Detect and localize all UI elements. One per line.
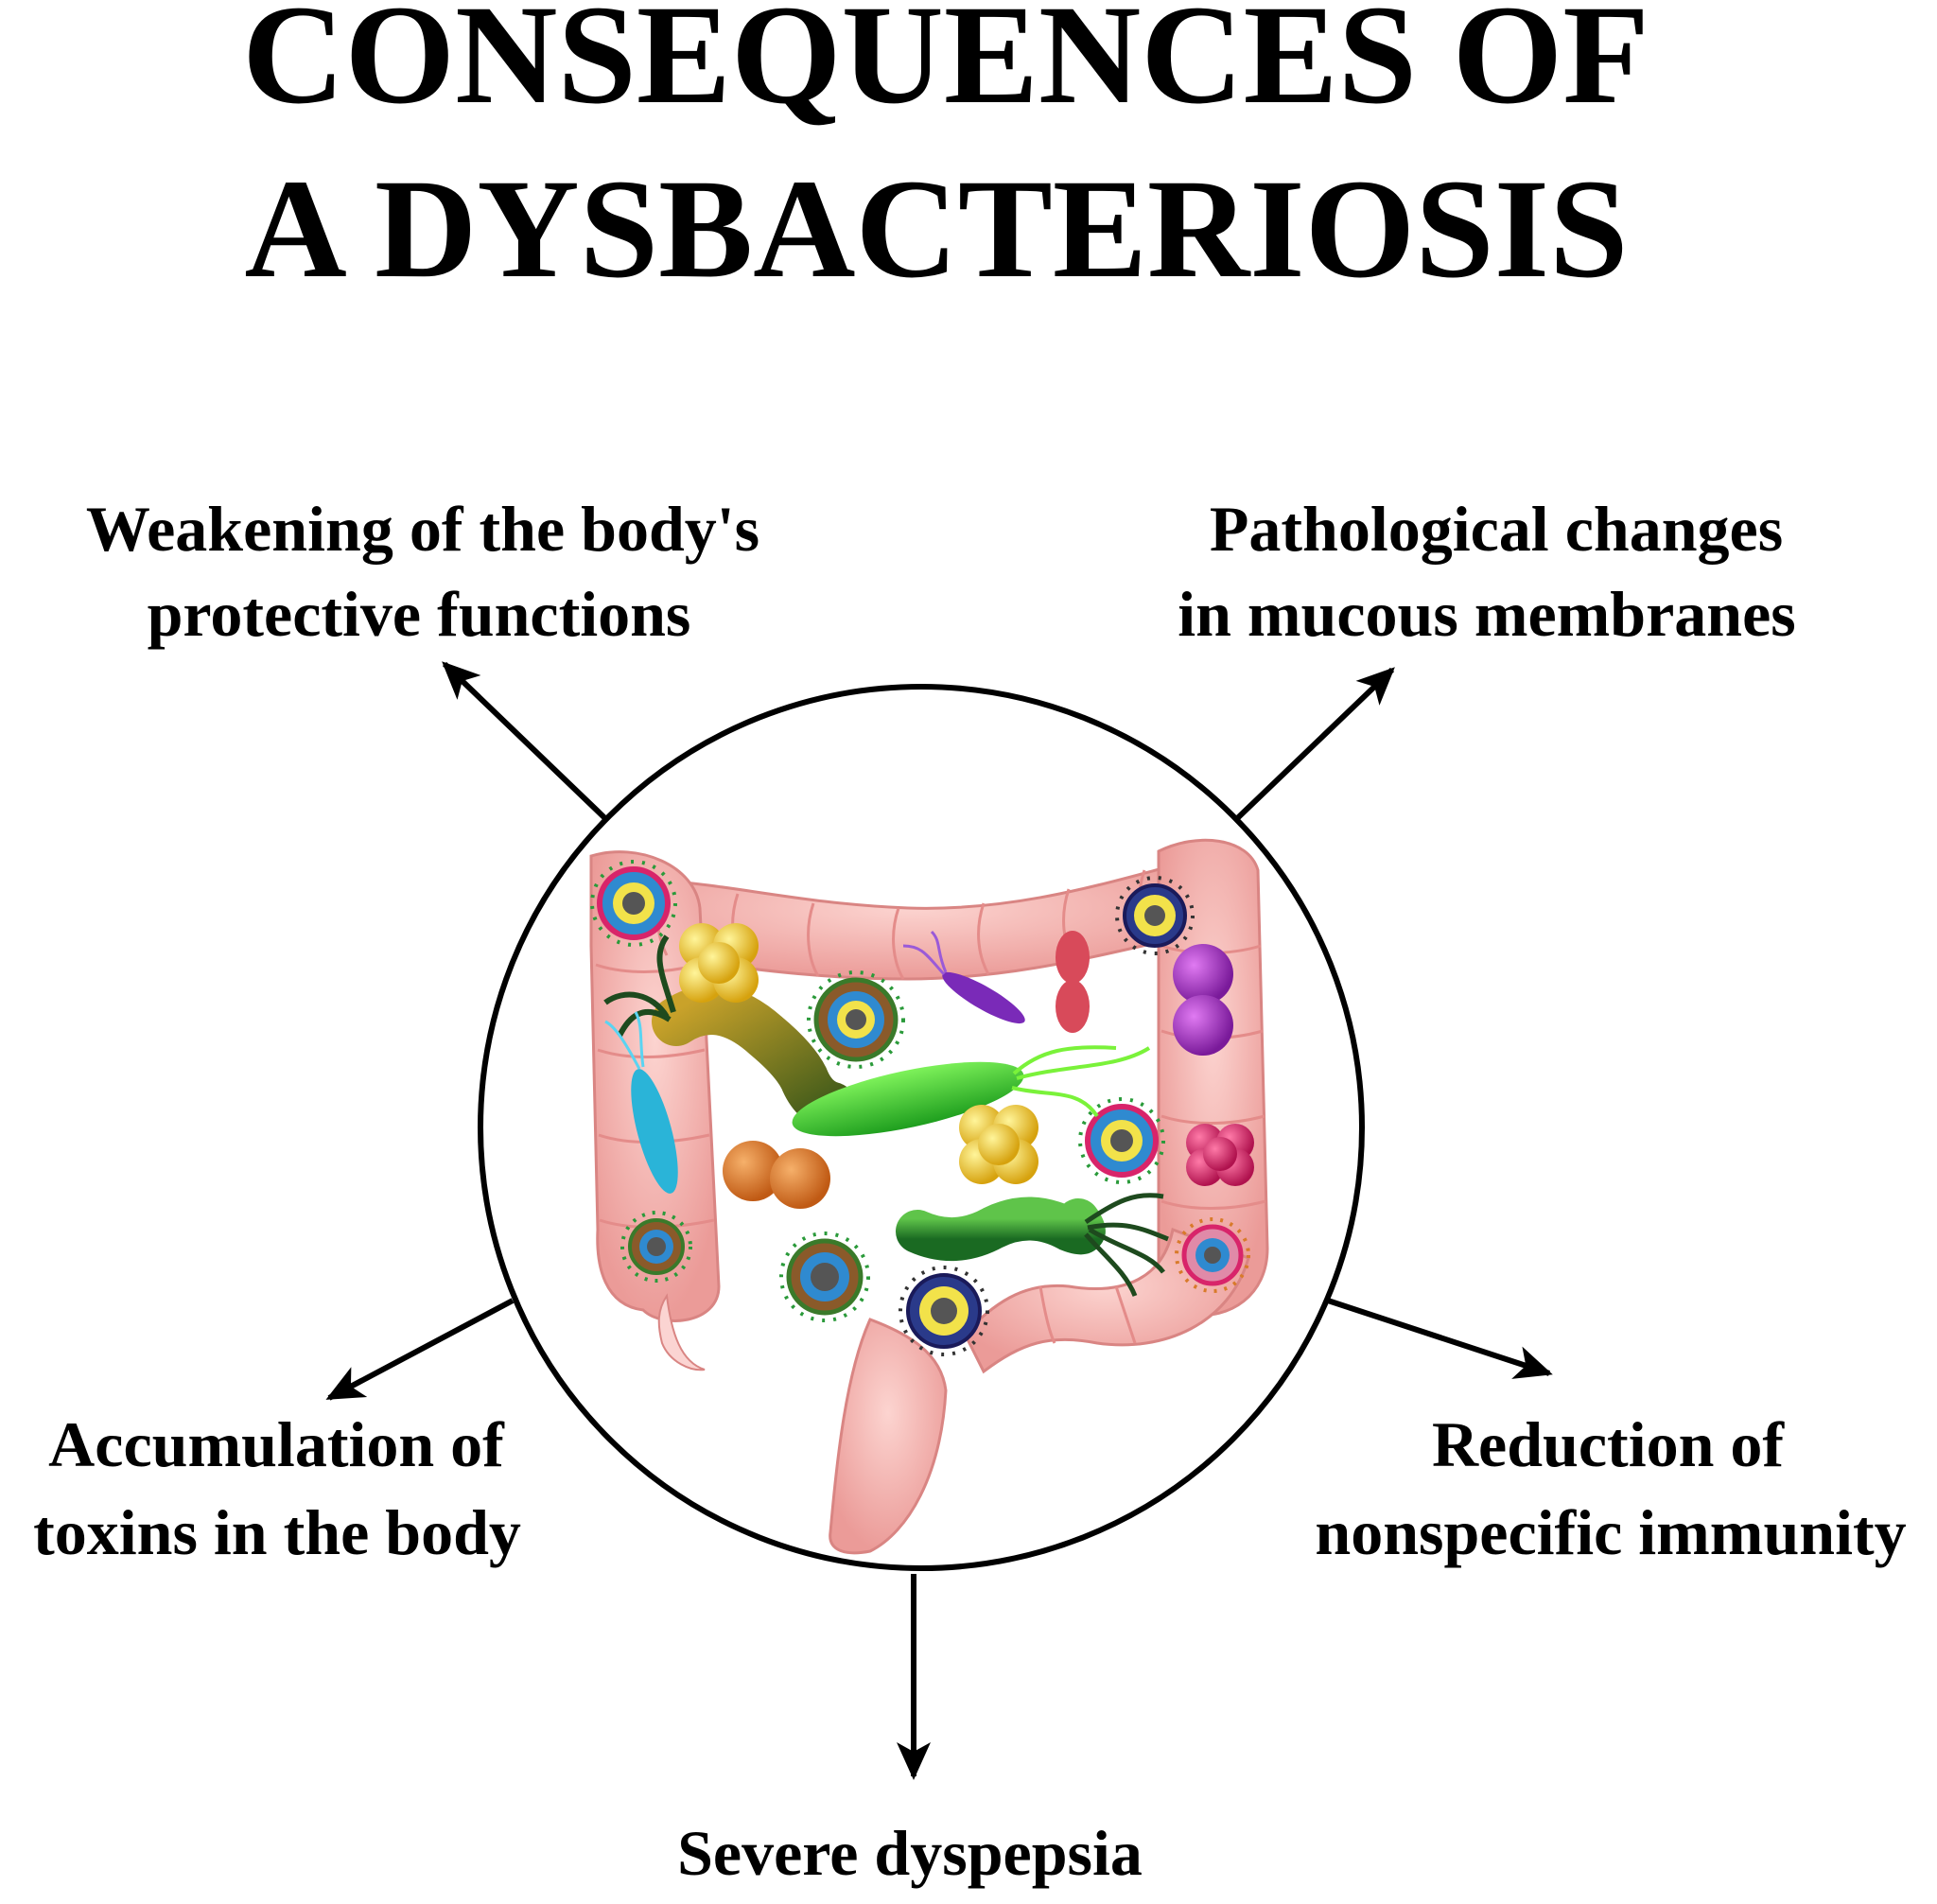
virus-icon: [1175, 1217, 1250, 1293]
title-line-2: A DYSBACTERIOSIS: [244, 150, 1628, 307]
virus-icon: [590, 860, 677, 947]
virus-icon: [807, 970, 905, 1069]
arrow-bottom-left: [325, 1298, 515, 1401]
consequence-bottom-line-1: Severe dyspepsia: [677, 1817, 1143, 1889]
bacterium-flagellated-olive-icon: [603, 935, 857, 1131]
title-line-1: CONSEQUENCES OF: [242, 0, 1649, 133]
diplococcus-violet-icon: [1173, 944, 1233, 1056]
consequence-top-left-line-1: Weakening of the body's: [86, 493, 759, 565]
virus-icon: [899, 1266, 989, 1356]
arrow-top-right: [1227, 667, 1395, 829]
consequence-top-right-line-1: Pathological changes: [1210, 493, 1783, 565]
microbes: [590, 860, 1254, 1356]
bacterium-rod-green-icon: [792, 1045, 1151, 1137]
consequence-bottom-left-line-2: toxins in the body: [33, 1496, 521, 1568]
consequence-bottom-right-line-2: nonspecific immunity: [1315, 1496, 1906, 1568]
arrow-bottom-right: [1327, 1298, 1553, 1379]
consequence-top-right-line-2: in mucous membranes: [1178, 578, 1796, 650]
virus-icon: [1115, 876, 1195, 955]
consequence-top-left-line-2: protective functions: [148, 578, 691, 650]
virus-icon: [620, 1211, 692, 1283]
diplococcus-orange-icon: [723, 1141, 830, 1209]
consequence-bottom-left-line-1: Accumulation of: [48, 1408, 505, 1480]
diplococcus-red-icon: [1056, 931, 1090, 1033]
coccus-cluster-yellow-icon: [959, 1105, 1038, 1184]
coccus-cluster-magenta-icon: [1186, 1124, 1254, 1186]
bacterium-rod-purple-icon: [902, 930, 1025, 1024]
virus-icon: [779, 1231, 870, 1322]
coccus-cluster-yellow-icon: [679, 923, 759, 1003]
virus-icon: [1078, 1097, 1165, 1184]
arrow-top-left: [442, 661, 616, 829]
bacterium-rod-blue-icon: [604, 1011, 678, 1194]
bacterium-flagellated-green-icon: [896, 1193, 1169, 1297]
consequence-bottom-right-line-1: Reduction of: [1432, 1408, 1785, 1480]
